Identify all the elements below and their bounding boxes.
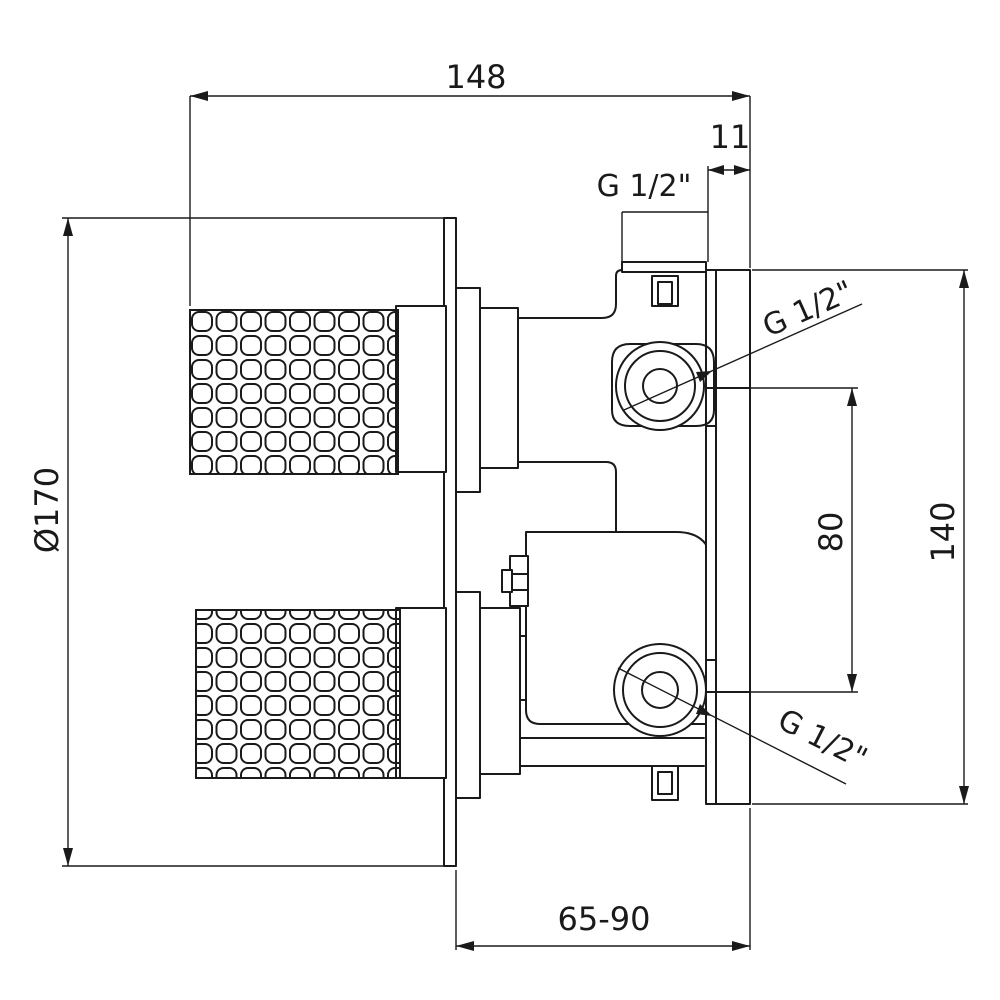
upper-handle bbox=[189, 309, 399, 475]
upper-knurled-grip bbox=[189, 309, 399, 475]
screw-bottom bbox=[651, 765, 679, 801]
dim-body-height: 140 bbox=[924, 270, 969, 804]
dim-connection-spacing: 80 bbox=[812, 388, 857, 692]
dim-top-offset: 11 bbox=[708, 118, 750, 175]
valve-body bbox=[395, 217, 751, 867]
body-outline-upper bbox=[517, 269, 709, 533]
upper-right-thread-label: G 1/2" bbox=[758, 274, 859, 345]
dim-11-label: 11 bbox=[710, 118, 751, 156]
upper-flange bbox=[455, 287, 481, 493]
dim-top-inlet: G 1/2" bbox=[597, 169, 708, 213]
upper-handle-neck bbox=[395, 305, 447, 473]
lower-bar bbox=[519, 737, 705, 767]
dim-install-depth: 65-90 bbox=[456, 900, 750, 951]
screw-top bbox=[651, 275, 679, 307]
lower-knurled-grip bbox=[195, 609, 401, 779]
top-inlet-thread-label: G 1/2" bbox=[597, 169, 692, 204]
dim-plate-diameter: Ø170 bbox=[28, 218, 73, 866]
adjust-screw bbox=[501, 569, 513, 593]
lower-cartridge bbox=[479, 607, 521, 775]
dim-80-label: 80 bbox=[812, 512, 850, 553]
extension-lines bbox=[62, 96, 968, 950]
lower-right-thread-label: G 1/2" bbox=[772, 702, 872, 776]
lower-flange bbox=[455, 591, 481, 799]
top-inlet-stub bbox=[621, 261, 707, 273]
dim-140-label: 140 bbox=[924, 501, 962, 562]
dim-overall-width: 148 bbox=[190, 58, 750, 101]
lower-handle bbox=[195, 609, 401, 779]
dim-170-label: Ø170 bbox=[28, 467, 66, 553]
upper-outlet bbox=[611, 341, 715, 431]
dim-65-90-label: 65-90 bbox=[558, 900, 651, 938]
dim-148-label: 148 bbox=[445, 58, 506, 96]
upper-cartridge bbox=[479, 307, 519, 469]
lower-handle-neck bbox=[395, 607, 447, 779]
